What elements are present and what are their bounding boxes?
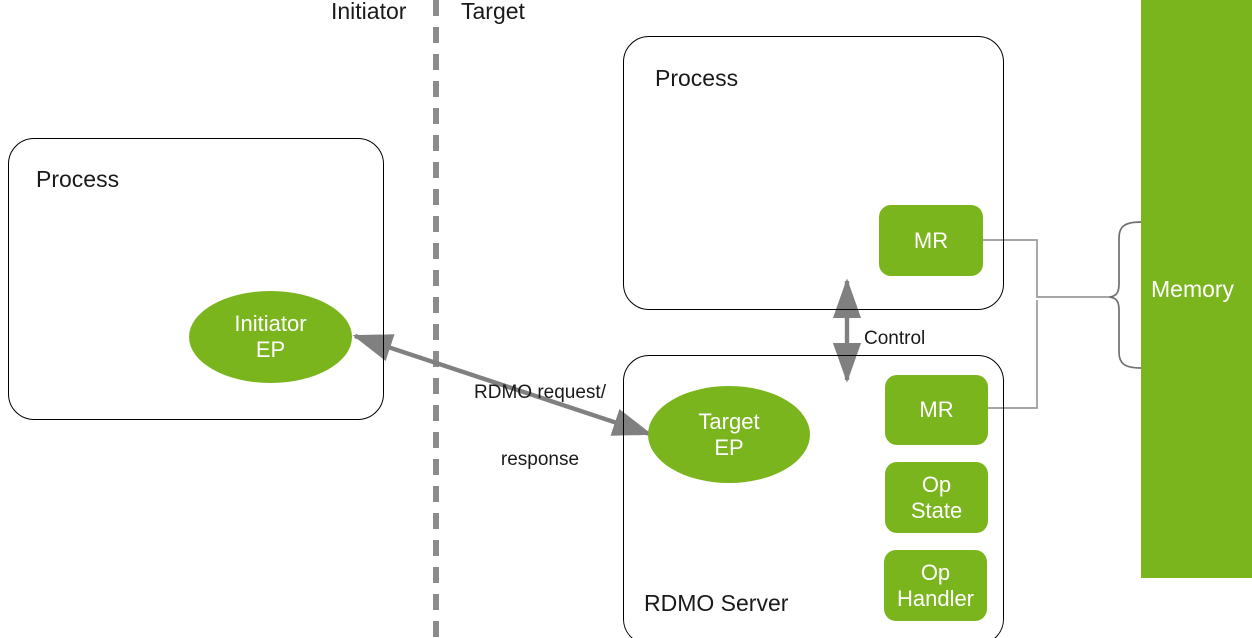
op-state-label-line1: Op xyxy=(921,471,952,497)
rdmo-server-box xyxy=(623,355,1004,638)
control-label: Control xyxy=(864,328,926,349)
process-mr-label: MR xyxy=(913,227,949,253)
memory-label: Memory xyxy=(1151,276,1235,302)
op-handler-chip[interactable]: Op Handler xyxy=(884,550,987,621)
server-mr-label: MR xyxy=(919,397,954,423)
initiator-process-title: Process xyxy=(36,166,120,192)
target-side-label: Target xyxy=(461,0,525,24)
memory-brace xyxy=(1109,221,1142,369)
initiator-ep-ellipse[interactable]: Initiator EP xyxy=(189,291,352,383)
target-process-title: Process xyxy=(655,65,739,91)
target-process-box xyxy=(623,36,1004,310)
op-handler-label-line1: Op xyxy=(920,559,951,585)
target-ep-label-line2: EP xyxy=(714,434,744,460)
initiator-ep-label-line2: EP xyxy=(255,337,286,362)
target-ep-ellipse[interactable]: Target EP xyxy=(648,386,810,483)
op-state-label-line2: State xyxy=(910,497,963,523)
server-mr-chip[interactable]: MR xyxy=(885,375,988,445)
memory-slab[interactable] xyxy=(1141,0,1252,578)
initiator-ep-label-line1: Initiator xyxy=(234,311,307,337)
rdmo-server-title: RDMO Server xyxy=(644,590,789,616)
target-ep-label-line1: Target xyxy=(698,408,760,434)
rdmo-request-label-line1: RDMO request/ xyxy=(474,381,606,403)
rdmo-request-label: RDMO request/ response xyxy=(470,337,610,516)
initiator-side-label: Initiator xyxy=(331,0,407,24)
op-handler-label-line2: Handler xyxy=(896,585,975,611)
initiator-process-box xyxy=(8,138,384,420)
op-state-chip[interactable]: Op State xyxy=(885,462,988,533)
process-mr-chip[interactable]: MR xyxy=(879,205,983,276)
rdmo-request-label-line2: response xyxy=(500,449,580,471)
